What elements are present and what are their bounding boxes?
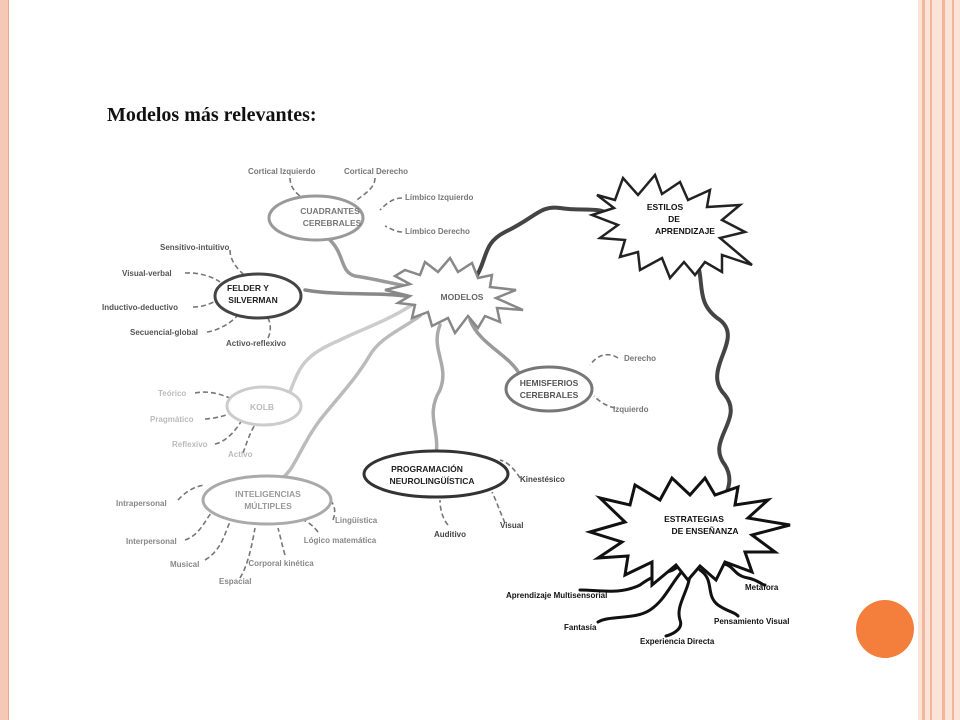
leaf-auditivo: Auditivo [434,530,466,539]
leaf-fantasia: Fantasía [564,623,597,632]
inteligencias-label-2: MÚLTIPLES [244,500,292,511]
estilos-label-2: DE [668,214,680,224]
leaf-teorico: Teórico [158,389,186,398]
leaf-cortical-derecho: Cortical Derecho [344,167,408,176]
leaf-kinestesico: Kinestésico [520,475,565,484]
leaf-interpersonal: Interpersonal [126,537,177,546]
felder-label-1: FELDER Y [227,283,269,293]
leaf-cortical-izquierdo: Cortical Izquierdo [248,167,316,176]
leaf-limbico-derecho: Límbico Derecho [405,227,470,236]
left-frame-line [8,0,9,720]
estrategias-label-1: ESTRATEGIAS [664,514,724,524]
leaf-inductivo-deductivo: Inductivo-deductivo [102,303,178,312]
estilos-label-1: ESTILOS [647,202,684,212]
leaf-activo: Activo [228,450,253,459]
leaf-musical: Musical [170,560,199,569]
leaf-logico-matematica: Lógico matemática [304,536,377,545]
felder-label-2: SILVERMAN [228,295,277,305]
leaf-linguistica: Lingüística [335,516,378,525]
right-frame-border [918,0,960,720]
left-frame-border [0,0,8,720]
hemisferios-label-1: HEMISFERIOS [520,378,579,388]
leaf-visual-verbal: Visual-verbal [122,269,172,278]
leaf-logico-matematica-text: Lógico matemática [304,536,377,545]
leaf-sensitivo-intuitivo: Sensitivo-intuitivo [160,243,229,252]
leaf-secuencial-global: Secuencial-global [130,328,198,337]
pnl-label-2: NEUROLINGÜÍSTICA [390,476,475,486]
center-label: MODELOS [441,292,484,302]
leaf-corporal-kinetica-text: Corporal kinética [248,559,314,568]
leaf-derecho: Derecho [624,354,656,363]
leaf-izquierdo: Izquierdo [613,405,649,414]
leaf-limbico-izquierdo: Límbico Izquierdo [405,193,474,202]
inteligencias-label-1: INTELIGENCIAS [235,489,301,499]
leaf-visual: Visual [500,521,523,530]
leaf-activo-reflexivo: Activo-reflexivo [226,339,286,348]
leaf-intrapersonal: Intrapersonal [116,499,167,508]
leaf-experiencia-directa: Experiencia Directa [640,637,715,646]
kolb-label: KOLB [250,402,274,412]
hemisferios-label-2: CEREBRALES [520,390,579,400]
cuadrantes-label-2: CEREBRALES [303,218,362,228]
cuadrantes-label-1: CUADRANTES [300,206,360,216]
leaf-aprendizaje-multisensorial: Aprendizaje Multisensorial [506,591,607,600]
leaf-reflexivo: Reflexivo [172,440,208,449]
slide-title: Modelos más relevantes: [107,104,317,126]
estrategias-label-2: DE ENSEÑANZA [671,526,738,536]
pnl-label-1: PROGRAMACIÓN [391,463,463,474]
leaf-pensamiento-visual: Pensamiento Visual [714,617,789,626]
leaf-metafora: Metáfora [745,583,779,592]
estilos-label-3: APRENDIZAJE [655,226,715,236]
accent-circle [856,600,914,658]
leaf-pragmatico: Pragmático [150,415,194,424]
leaf-espacial: Espacial [219,577,251,586]
leaf-corporal-kinetica: Corporal kinética [248,559,314,568]
